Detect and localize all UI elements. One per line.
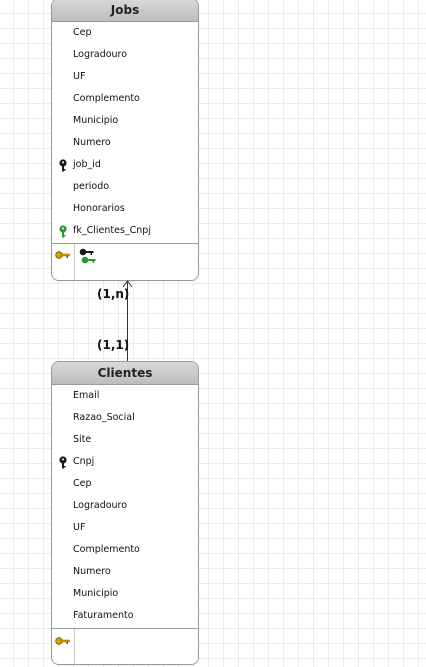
- attribute-name: Numero: [73, 566, 111, 577]
- attribute-row[interactable]: job_id: [52, 154, 198, 176]
- attribute-name: Email: [73, 390, 100, 401]
- attribute-name: Faturamento: [73, 610, 134, 621]
- attribute-row[interactable]: Email: [52, 385, 198, 407]
- attribute-row[interactable]: Cep: [52, 473, 198, 495]
- foreign-key-footer-icon: [81, 256, 96, 264]
- attribute-row[interactable]: Numero: [52, 132, 198, 154]
- entity-title: Clientes: [52, 362, 198, 385]
- attribute-row[interactable]: Municipio: [52, 583, 198, 605]
- attribute-row[interactable]: Complemento: [52, 539, 198, 561]
- attribute-row[interactable]: Site: [52, 429, 198, 451]
- attribute-name: periodo: [73, 181, 110, 192]
- attribute-name: Cnpj: [73, 456, 95, 467]
- attribute-row[interactable]: fk_Clientes_Cnpj: [52, 220, 198, 242]
- relationship-arrow-icon: [122, 280, 133, 288]
- key-footer-icon: [79, 248, 94, 256]
- attribute-row[interactable]: Razao_Social: [52, 407, 198, 429]
- attribute-name: Site: [73, 434, 92, 445]
- cardinality-jobs: (1,n): [97, 287, 130, 301]
- attribute-name: UF: [73, 522, 86, 533]
- attribute-row[interactable]: Logradouro: [52, 495, 198, 517]
- primary-key-footer-icon: [55, 637, 70, 645]
- attribute-row[interactable]: UF: [52, 517, 198, 539]
- entity-title: Jobs: [52, 0, 198, 22]
- attribute-row[interactable]: periodo: [52, 176, 198, 198]
- attribute-name: Complemento: [73, 544, 140, 555]
- attribute-name: Honorarios: [73, 203, 125, 214]
- attribute-name: Municipio: [73, 588, 119, 599]
- attribute-name: UF: [73, 71, 86, 82]
- attribute-row[interactable]: Cnpj: [52, 451, 198, 473]
- attribute-name: Numero: [73, 137, 111, 148]
- attribute-name: fk_Clientes_Cnpj: [73, 225, 151, 236]
- primary-key-icon: [58, 456, 68, 469]
- footer-separator: [74, 244, 75, 280]
- attribute-row[interactable]: Logradouro: [52, 44, 198, 66]
- attribute-row[interactable]: Numero: [52, 561, 198, 583]
- cardinality-clientes: (1,1): [97, 338, 130, 352]
- attribute-row[interactable]: Cep: [52, 22, 198, 44]
- attribute-name: Complemento: [73, 93, 140, 104]
- attribute-name: job_id: [73, 159, 101, 170]
- primary-key-icon: [58, 159, 68, 172]
- attribute-name: Logradouro: [73, 500, 128, 511]
- footer-separator: [74, 629, 75, 664]
- relationship-line[interactable]: [127, 281, 128, 361]
- attribute-name: Razao_Social: [73, 412, 135, 423]
- attribute-row[interactable]: UF: [52, 66, 198, 88]
- attribute-name: Municipio: [73, 115, 119, 126]
- attribute-name: Cep: [73, 27, 92, 38]
- attribute-row[interactable]: Faturamento: [52, 605, 198, 627]
- attribute-row[interactable]: Honorarios: [52, 198, 198, 220]
- attribute-row[interactable]: Municipio: [52, 110, 198, 132]
- entity-footer: [52, 628, 198, 664]
- attribute-name: Logradouro: [73, 49, 128, 60]
- primary-key-footer-icon: [55, 251, 70, 259]
- entity-footer: [52, 243, 198, 280]
- attribute-name: Cep: [73, 478, 92, 489]
- attribute-row[interactable]: Complemento: [52, 88, 198, 110]
- foreign-key-icon: [58, 225, 68, 238]
